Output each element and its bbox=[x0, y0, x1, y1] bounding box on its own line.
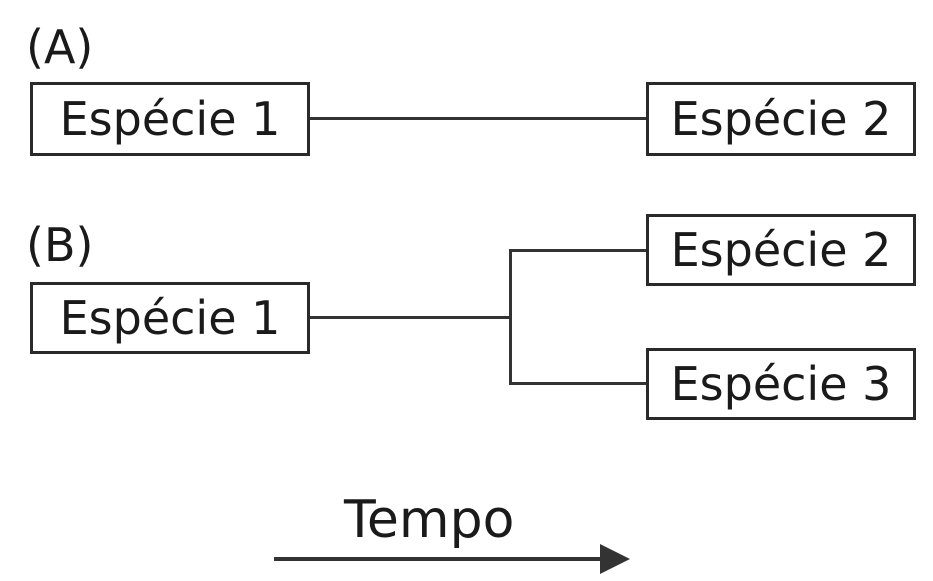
panel-a-label: (A) bbox=[26, 20, 94, 74]
time-arrow-head-icon bbox=[600, 544, 630, 574]
panel-b-species-1-box: Espécie 1 bbox=[30, 282, 310, 354]
panel-b-upper-branch bbox=[509, 249, 649, 252]
panel-a-species-2-box: Espécie 2 bbox=[646, 82, 916, 156]
panel-b-label: (B) bbox=[26, 218, 94, 272]
panel-b-species-3-box: Espécie 3 bbox=[646, 348, 916, 420]
panel-b-species-2-box: Espécie 2 bbox=[646, 214, 916, 286]
panel-b-ancestral-line bbox=[310, 316, 512, 319]
panel-b-lower-branch bbox=[509, 382, 649, 385]
panel-a-species-1-box: Espécie 1 bbox=[30, 82, 310, 156]
panel-a-lineage-line bbox=[310, 117, 648, 120]
panel-b-split-line bbox=[509, 249, 512, 385]
time-axis-label: Tempo bbox=[344, 490, 515, 550]
time-arrow-shaft bbox=[274, 557, 604, 561]
